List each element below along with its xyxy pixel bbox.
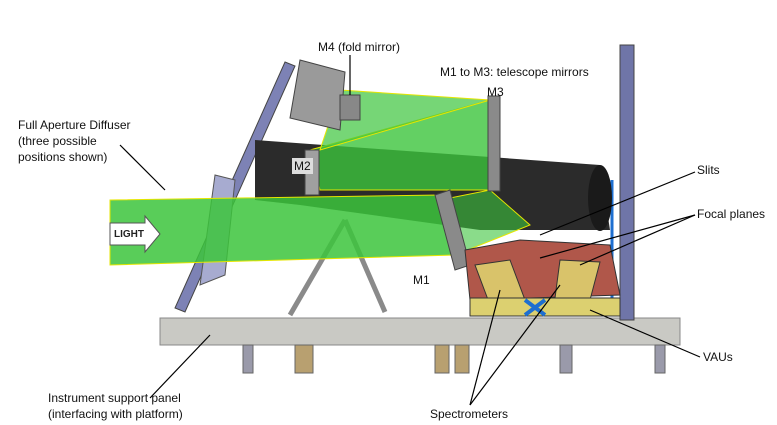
- label-support-panel-1: Instrument support panel: [48, 391, 181, 405]
- label-support-panel-2: (interfacing with platform): [48, 407, 183, 421]
- label-diffuser-1: Full Aperture Diffuser: [18, 118, 131, 132]
- m3-mirror: [487, 95, 501, 192]
- light-arrow: [109, 214, 161, 254]
- label-vaus: VAUs: [703, 350, 733, 364]
- label-slits: Slits: [697, 163, 720, 177]
- m4-mirror: [289, 59, 346, 131]
- label-diffuser-3: positions shown): [18, 150, 108, 164]
- label-m2: M2: [292, 158, 313, 174]
- side-panel: [619, 44, 635, 321]
- light-beam: [109, 194, 456, 266]
- support-legs: [242, 344, 666, 374]
- label-diffuser-2: (three possible: [18, 134, 97, 148]
- label-focal-planes: Focal planes: [697, 207, 766, 221]
- label-m4: M4 (fold mirror): [318, 40, 401, 54]
- leader-lines: [119, 55, 701, 406]
- label-light: LIGHT: [114, 229, 144, 240]
- support-panel: [159, 317, 681, 346]
- label-m1: M1: [413, 273, 430, 287]
- vaus: [469, 297, 621, 317]
- label-spectrometers: Spectrometers: [430, 407, 509, 421]
- label-m1-m3: M1 to M3: telescope mirrors: [440, 65, 589, 79]
- label-m3: M3: [487, 85, 504, 99]
